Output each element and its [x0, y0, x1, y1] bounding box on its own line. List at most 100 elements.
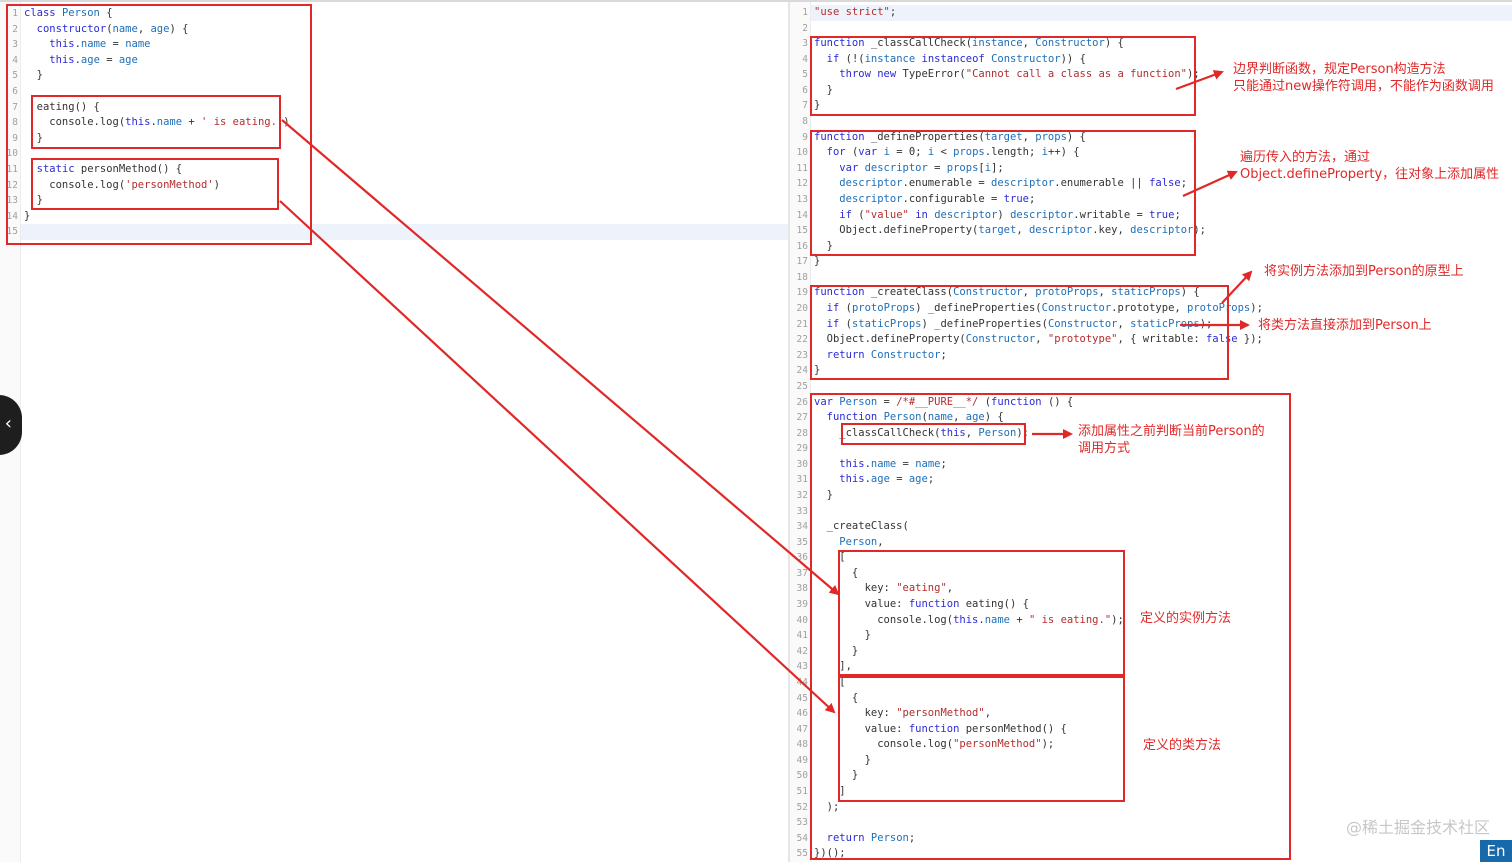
ime-language-badge[interactable]: En	[1480, 840, 1512, 862]
line-number: 7	[12, 101, 18, 113]
line-number: 46	[796, 708, 808, 720]
line-number: 54	[796, 832, 808, 844]
line-number: 24	[796, 365, 808, 377]
code-line[interactable]: _createClass(	[814, 520, 909, 533]
code-line[interactable]: if ("value" in descriptor) descriptor.wr…	[839, 208, 1181, 221]
code-line[interactable]: for (var i = 0; i < props.length; i++) {	[826, 146, 1080, 159]
code-line[interactable]: }	[814, 83, 833, 96]
code-line[interactable]: }	[24, 194, 43, 207]
code-line[interactable]: this.name = name;	[839, 457, 947, 470]
code-line[interactable]: var descriptor = props[i];	[839, 161, 1004, 174]
code-line[interactable]: _classCallCheck(this, Person);	[814, 426, 1029, 439]
line-number: 31	[796, 474, 808, 486]
code-line[interactable]: }	[814, 629, 871, 642]
code-line[interactable]: function _defineProperties(target, props…	[814, 130, 1086, 143]
code-line[interactable]: console.log("personMethod");	[814, 738, 1055, 751]
line-number: 37	[796, 567, 808, 579]
line-number: 2	[12, 23, 18, 35]
code-line[interactable]: throw new TypeError("Cannot call a class…	[839, 68, 1200, 81]
sidebar-collapse-button[interactable]: ‹	[0, 395, 22, 455]
code-line[interactable]: }	[814, 364, 821, 377]
code-line[interactable]: var Person = /*#__PURE__*/ (function () …	[814, 395, 1074, 408]
code-line[interactable]: this.name = name	[49, 38, 151, 51]
code-line[interactable]: Object.defineProperty(target, descriptor…	[814, 224, 1206, 237]
code-line[interactable]: eating() {	[24, 100, 100, 113]
annotation-static-props: 将类方法直接添加到Person上	[1258, 318, 1432, 333]
line-number: 44	[796, 676, 808, 688]
code-line[interactable]: ]	[814, 785, 846, 797]
code-line[interactable]: if (!(instance instanceof Constructor)) …	[826, 52, 1086, 65]
line-number: 27	[796, 412, 808, 424]
line-number: 9	[12, 132, 18, 144]
code-line[interactable]: value: function personMethod() {	[814, 722, 1067, 735]
code-line[interactable]: return Person;	[826, 831, 916, 844]
line-number: 39	[796, 599, 808, 611]
annotation-line: Object.defineProperty，往对象上添加属性	[1240, 167, 1500, 182]
line-number: 38	[796, 583, 808, 595]
code-line[interactable]: {	[814, 691, 859, 704]
annotation-line: 遍历传入的方法，通过	[1240, 150, 1371, 165]
line-number: 55	[796, 848, 808, 860]
code-line[interactable]: key: "eating",	[814, 582, 954, 595]
line-number: 32	[796, 489, 808, 501]
line-number: 6	[12, 86, 18, 97]
code-line[interactable]: console.log('personMethod')	[24, 178, 220, 191]
code-line[interactable]: }	[814, 753, 871, 766]
code-line[interactable]: );	[814, 800, 840, 813]
code-line[interactable]: Object.defineProperty(Constructor, "prot…	[814, 333, 1263, 346]
code-line[interactable]: {	[814, 566, 859, 579]
code-line[interactable]: constructor(name, age) {	[36, 22, 189, 35]
code-line[interactable]: Person,	[839, 535, 884, 548]
code-line[interactable]: [	[814, 675, 846, 688]
code-line[interactable]: }	[814, 644, 859, 657]
code-line[interactable]: }	[814, 488, 833, 501]
annotation-line: 边界判断函数，规定Person构造方法	[1233, 62, 1446, 77]
annotation-line: 调用方式	[1078, 441, 1131, 456]
line-number: 17	[796, 256, 808, 268]
code-line[interactable]: ],	[814, 660, 852, 673]
code-line[interactable]: console.log(this.name + ' is eating.')	[24, 116, 290, 129]
code-line[interactable]: "use strict";	[814, 6, 897, 18]
code-line[interactable]: }	[814, 99, 821, 112]
code-line[interactable]: }	[814, 769, 859, 782]
code-line[interactable]: key: "personMethod",	[814, 707, 992, 720]
line-number: 15	[6, 226, 18, 238]
code-line[interactable]: function Person(name, age) {	[826, 411, 1004, 424]
code-line[interactable]: class Person {	[24, 7, 113, 19]
code-line[interactable]: function _createClass(Constructor, proto…	[814, 286, 1200, 299]
code-line[interactable]: if (protoProps) _defineProperties(Constr…	[826, 302, 1263, 315]
line-number: 11	[796, 162, 808, 174]
code-line[interactable]: }	[814, 239, 833, 252]
code-line[interactable]: function _classCallCheck(instance, Const…	[814, 37, 1124, 50]
annotation-call-check-usage: 添加属性之前判断当前Person的 调用方式	[1078, 423, 1265, 457]
code-line[interactable]: console.log(this.name + " is eating.");	[814, 613, 1124, 626]
line-number: 21	[796, 318, 808, 330]
code-line[interactable]: }	[814, 255, 821, 268]
line-number: 5	[802, 69, 808, 81]
line-number: 7	[802, 100, 808, 112]
line-number: 12	[6, 179, 18, 191]
code-line[interactable]: }	[24, 131, 43, 144]
code-line[interactable]: })();	[814, 847, 846, 860]
code-line[interactable]: if (staticProps) _defineProperties(Const…	[826, 317, 1213, 330]
code-line[interactable]: [	[814, 551, 846, 564]
annotation-classcallcheck: 边界判断函数，规定Person构造方法 只能通过new操作符调用，不能作为函数调…	[1233, 61, 1494, 95]
code-line[interactable]: return Constructor;	[826, 348, 947, 361]
line-number: 26	[796, 396, 808, 408]
code-line[interactable]: }	[24, 69, 43, 82]
line-number: 28	[796, 427, 808, 439]
code-line[interactable]: descriptor.configurable = true;	[839, 192, 1036, 205]
code-line[interactable]: static personMethod() {	[36, 163, 183, 175]
line-number: 18	[796, 271, 808, 283]
code-line[interactable]: descriptor.enumerable = descriptor.enume…	[839, 177, 1188, 190]
current-line-highlight	[21, 224, 788, 240]
code-line[interactable]: this.age = age;	[839, 473, 935, 486]
code-line[interactable]: }	[24, 209, 31, 222]
line-number: 3	[802, 38, 808, 50]
annotation-proto-props: 将实例方法添加到Person的原型上	[1264, 264, 1464, 279]
code-line[interactable]: this.age = age	[49, 53, 138, 66]
line-number: 40	[796, 614, 808, 626]
code-line[interactable]: value: function eating() {	[814, 598, 1029, 611]
